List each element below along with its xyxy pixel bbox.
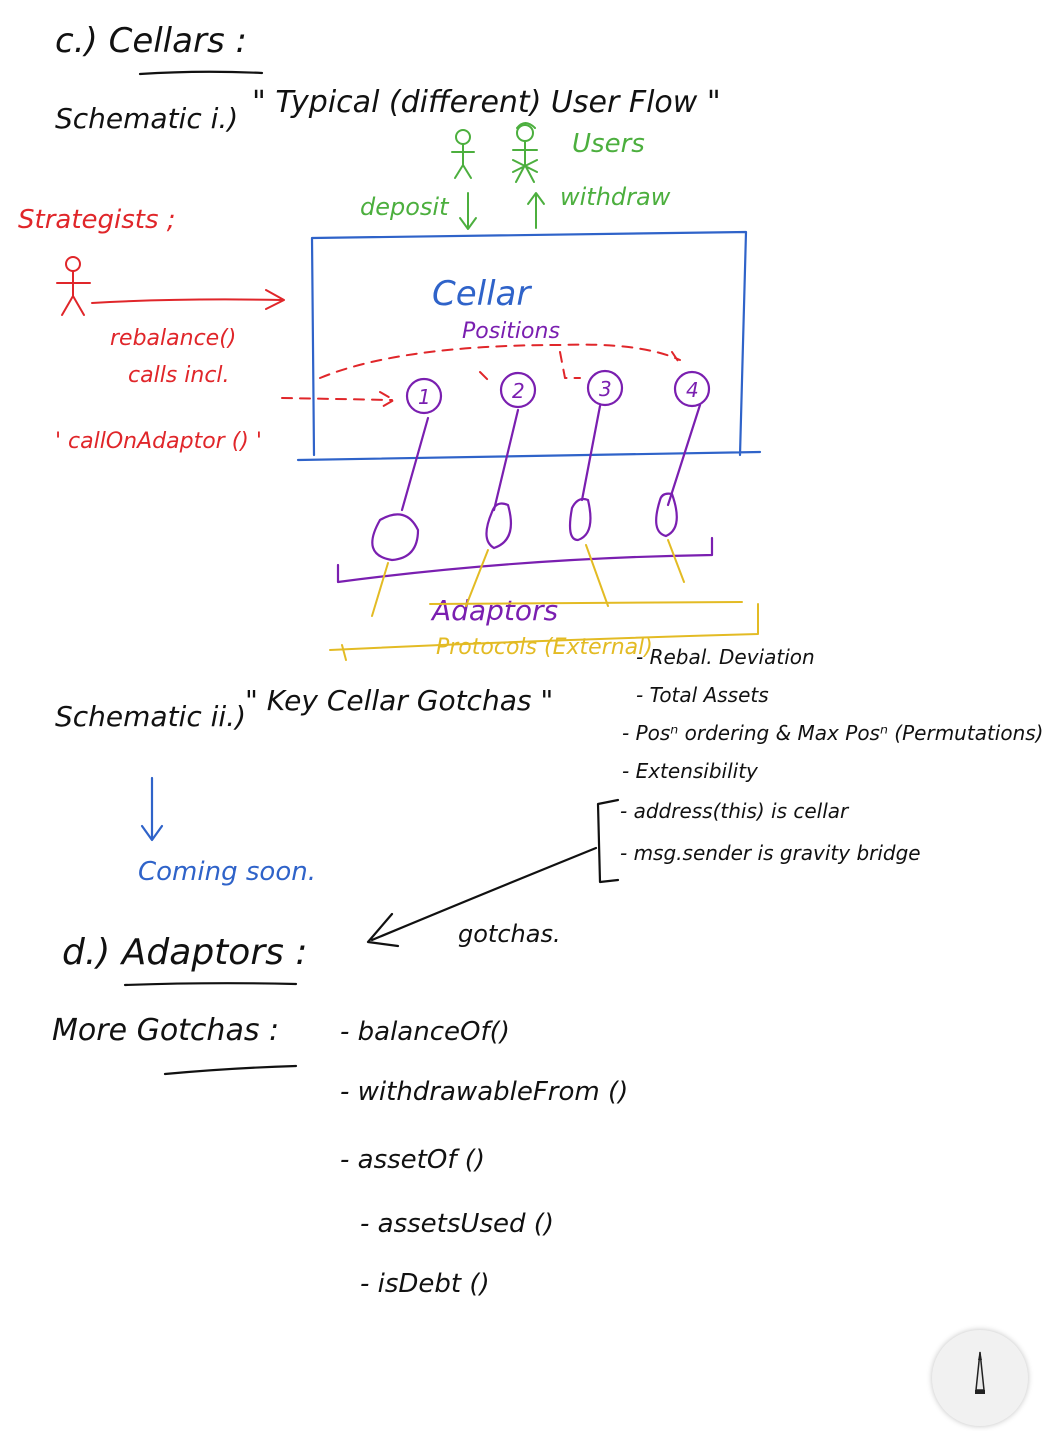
position-4: 4	[673, 370, 711, 408]
user-stick-figure-2-icon	[512, 122, 538, 183]
gotcha-3: - Posⁿ ordering & Max Posⁿ (Permutations…	[622, 721, 1043, 745]
gotcha-4: - Extensibility	[622, 759, 759, 783]
gotchas-label: gotchas.	[458, 920, 561, 948]
protocols-label: Protocols (External)	[436, 635, 653, 660]
withdraw-arrow	[527, 192, 545, 229]
pencil-icon	[975, 1351, 985, 1394]
position-3-label: 3	[599, 377, 612, 401]
gotchas-arrow	[366, 846, 598, 948]
adaptor-gotcha-3: - assetOf ()	[340, 1145, 485, 1175]
rebalance-dashed-path	[319, 343, 681, 385]
cellar-box	[296, 230, 762, 462]
more-gotchas-label: More Gotchas :	[52, 1013, 279, 1048]
strategist-arrow	[91, 289, 285, 310]
positions-label: Positions	[462, 319, 560, 344]
position-2-label: 2	[512, 379, 525, 403]
deposit-label: deposit	[360, 193, 450, 221]
strategist-stick-figure-icon	[56, 256, 91, 316]
schematic-1-title: " Typical (different) User Flow "	[252, 85, 721, 120]
schematic-1-label: Schematic i.)	[55, 102, 238, 135]
position-1: 1	[405, 377, 443, 415]
protocol-connectors	[371, 539, 685, 617]
position-2: 2	[499, 371, 537, 409]
whiteboard-canvas: c.) Cellars : Schematic i.) " Typical (d…	[18, 21, 1043, 1299]
cellar-label: Cellar	[432, 274, 532, 314]
adaptor-gotcha-4: - assetsUsed ()	[360, 1209, 554, 1239]
adaptor-gotcha-5: - isDebt ()	[360, 1269, 490, 1299]
call-on-adaptor-label: ' callOnAdaptor () '	[55, 429, 262, 454]
section-c-heading: c.) Cellars :	[55, 21, 247, 61]
position-1-label: 1	[418, 385, 431, 409]
gotcha-2: - Total Assets	[636, 683, 769, 707]
section-d-heading: d.) Adaptors :	[62, 932, 307, 973]
withdraw-label: withdraw	[560, 183, 671, 211]
gotchas-brace	[596, 798, 620, 884]
users-label: Users	[572, 129, 645, 159]
section-d-underline	[123, 982, 298, 987]
adaptors-label: Adaptors	[430, 594, 558, 627]
gotcha-6: - msg.sender is gravity bridge	[620, 841, 921, 865]
gotcha-1: - Rebal. Deviation	[636, 645, 815, 669]
coming-soon-label: Coming soon.	[138, 857, 316, 887]
user-stick-figure-icon	[451, 129, 475, 179]
position-3: 3	[586, 369, 624, 407]
coming-soon-arrow	[140, 776, 164, 842]
strategists-label: Strategists ;	[18, 205, 176, 235]
deposit-arrow	[459, 192, 477, 230]
adaptor-gotcha-1: - balanceOf()	[340, 1017, 510, 1047]
section-c-underline	[138, 70, 264, 76]
pencil-tool-button[interactable]	[932, 1330, 1028, 1426]
schematic-2-label: Schematic ii.)	[55, 700, 246, 733]
adaptor-shapes	[371, 492, 678, 562]
schematic-2-title: " Key Cellar Gotchas "	[245, 684, 553, 717]
more-gotchas-underline	[163, 1064, 298, 1076]
calls-incl-label: calls incl.	[128, 363, 230, 388]
rebalance-label: rebalance()	[110, 326, 236, 351]
adaptor-gotcha-2: - withdrawableFrom ()	[340, 1077, 628, 1107]
call-on-adaptor-dashed-arrow	[281, 391, 395, 409]
adaptor-connectors	[400, 403, 702, 512]
protocols-bracket	[329, 601, 759, 661]
gotcha-5: - address(this) is cellar	[620, 799, 850, 823]
position-4-label: 4	[686, 378, 699, 402]
